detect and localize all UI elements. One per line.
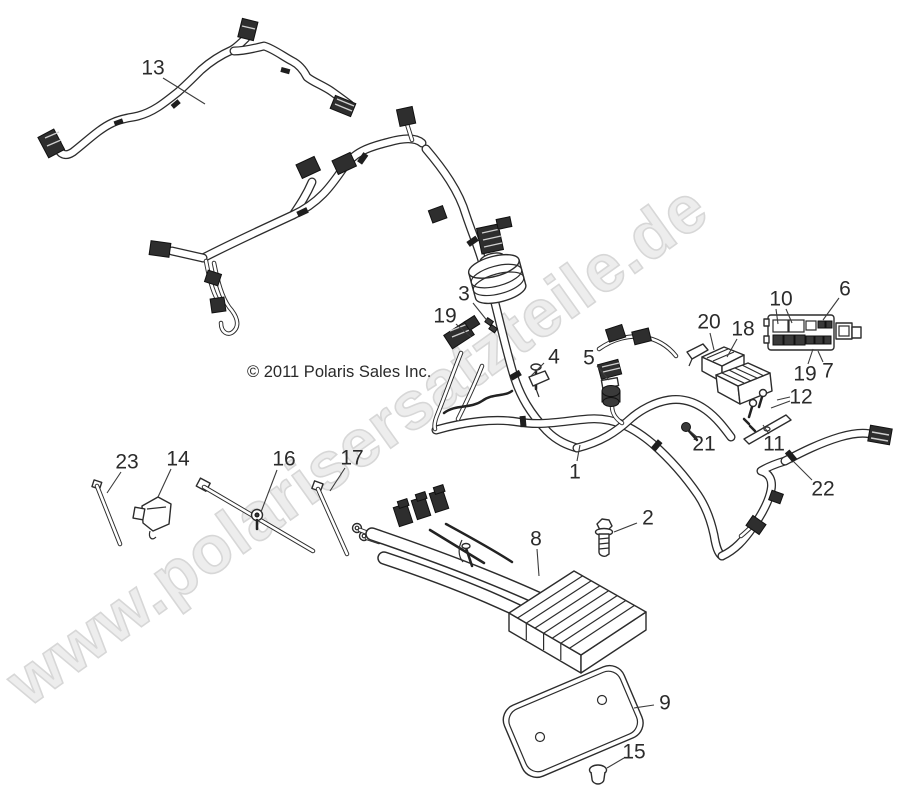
leader-line-10 xyxy=(785,308,793,324)
plug-wires-regulator-art xyxy=(351,483,647,674)
callout-1: 1 xyxy=(569,461,581,484)
leader-line-21 xyxy=(689,430,698,438)
leader-line-9 xyxy=(633,704,655,709)
leader-line-12 xyxy=(776,396,791,401)
leader-line-19 xyxy=(807,348,814,365)
plate-9-art xyxy=(502,664,644,779)
callout-21: 21 xyxy=(692,433,715,456)
sensor-5-art xyxy=(596,358,623,407)
callout-17: 17 xyxy=(340,447,363,470)
leader-line-23 xyxy=(106,471,122,494)
coil-connector-cap xyxy=(495,216,513,230)
leader-line-4 xyxy=(530,362,545,377)
leader-line-10 xyxy=(775,308,779,325)
leader-line-20 xyxy=(709,332,715,351)
callout-12: 12 xyxy=(789,386,812,409)
screws-12-art xyxy=(742,388,768,433)
harness-13-art xyxy=(37,17,357,160)
callout-6: 6 xyxy=(839,278,851,301)
leader-line-3 xyxy=(472,302,490,324)
cable-tie-23-art xyxy=(91,479,123,547)
leader-line-19 xyxy=(455,323,472,338)
leader-line-16 xyxy=(260,469,278,513)
cable-tie-16-art xyxy=(195,477,316,554)
callout-19: 19 xyxy=(433,305,456,328)
callout-10: 10 xyxy=(769,288,792,311)
leader-line-15 xyxy=(606,757,625,769)
cable-tie-17-art xyxy=(311,480,350,557)
callout-9: 9 xyxy=(659,692,671,715)
leader-line-17 xyxy=(329,467,346,492)
callout-22: 22 xyxy=(811,478,834,501)
callout-18: 18 xyxy=(731,318,754,341)
callout-4: 4 xyxy=(548,346,560,369)
leader-line-12 xyxy=(770,400,791,409)
callout-13: 13 xyxy=(141,57,164,80)
copyright-text: © 2011 Polaris Sales Inc. xyxy=(247,363,431,381)
callout-19: 19 xyxy=(793,363,816,386)
leader-line-2 xyxy=(613,522,638,533)
fuse-box-art xyxy=(763,314,862,351)
callout-7: 7 xyxy=(822,360,834,383)
sensor-21-art xyxy=(681,422,699,442)
leader-line-1 xyxy=(576,444,581,462)
main-harness-art xyxy=(148,105,893,561)
bracket-4-art xyxy=(528,363,550,398)
leader-line-22 xyxy=(792,460,813,481)
callout-20: 20 xyxy=(697,311,720,334)
leader-line-6 xyxy=(822,297,840,321)
leader-line-11 xyxy=(762,424,770,435)
callout-11: 11 xyxy=(763,433,785,456)
plug-15-art xyxy=(588,764,608,785)
leader-line-8 xyxy=(536,548,540,577)
leader-line-18 xyxy=(726,338,738,358)
leader-line-5 xyxy=(596,365,610,381)
ecu-art xyxy=(715,362,773,405)
callout-3: 3 xyxy=(458,283,470,306)
leader-line-13 xyxy=(162,77,206,105)
clip-14-art xyxy=(132,496,172,540)
callout-8: 8 xyxy=(530,528,542,551)
callout-14: 14 xyxy=(166,448,190,471)
callout-23: 23 xyxy=(115,451,138,474)
callout-5: 5 xyxy=(583,347,595,370)
callout-2: 2 xyxy=(642,507,654,530)
callout-16: 16 xyxy=(272,448,295,471)
ignition-coil-art xyxy=(467,252,527,305)
leader-line-14 xyxy=(157,468,172,498)
callout-15: 15 xyxy=(622,741,645,764)
bolt-2-art xyxy=(594,518,614,557)
leader-line-7 xyxy=(817,350,824,363)
bracket-20-art xyxy=(686,343,709,367)
